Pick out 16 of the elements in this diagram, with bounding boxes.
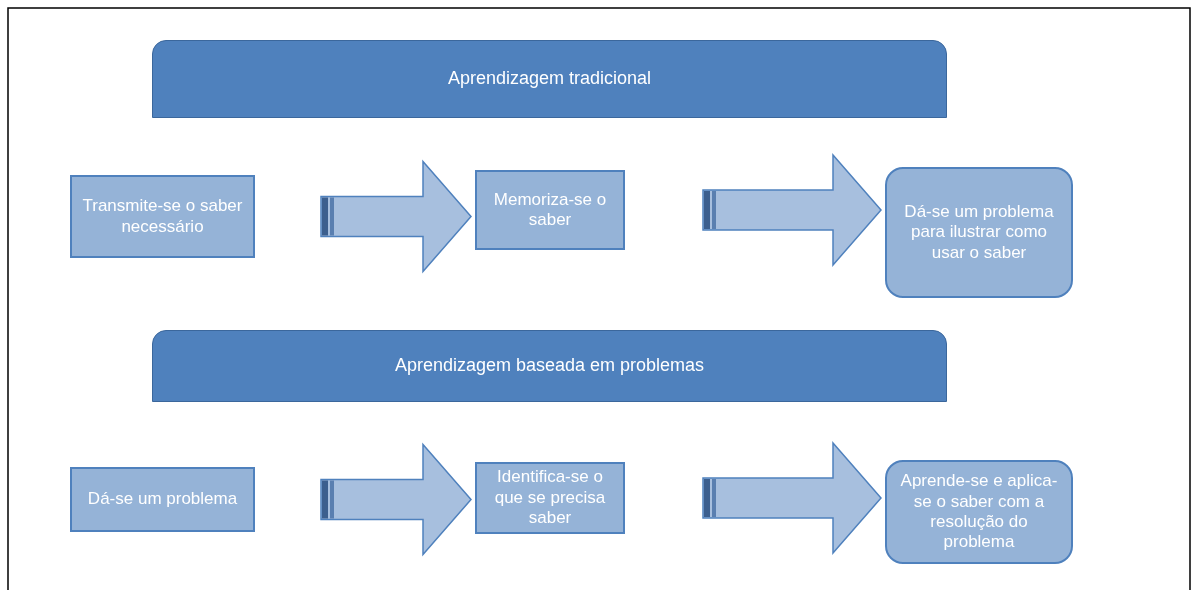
header-banner [152,40,947,118]
step-box [70,175,255,258]
step-text: Memoriza-se o saber [492,189,608,231]
step-box [475,462,625,534]
step-box [70,467,255,532]
step-text: Aprendizagem baseada em problemas [394,355,705,377]
rounded-step-box [885,167,1073,298]
header-banner [152,330,947,402]
step-text: Aprende-se e aplica-se o saber com a resolução do problema [899,471,1059,553]
step-text: Dá-se um problema para ilustrar como usar o saber [903,201,1055,264]
step-box [475,170,625,250]
rounded-step-box [885,460,1073,564]
step-text: Dá-se um problema [87,489,238,510]
step-text: Identifica-se o que se precisa saber [493,467,607,529]
step-text: Aprendizagem tradicional [447,68,652,90]
step-text: Transmite-se o saber necessário [81,196,244,237]
